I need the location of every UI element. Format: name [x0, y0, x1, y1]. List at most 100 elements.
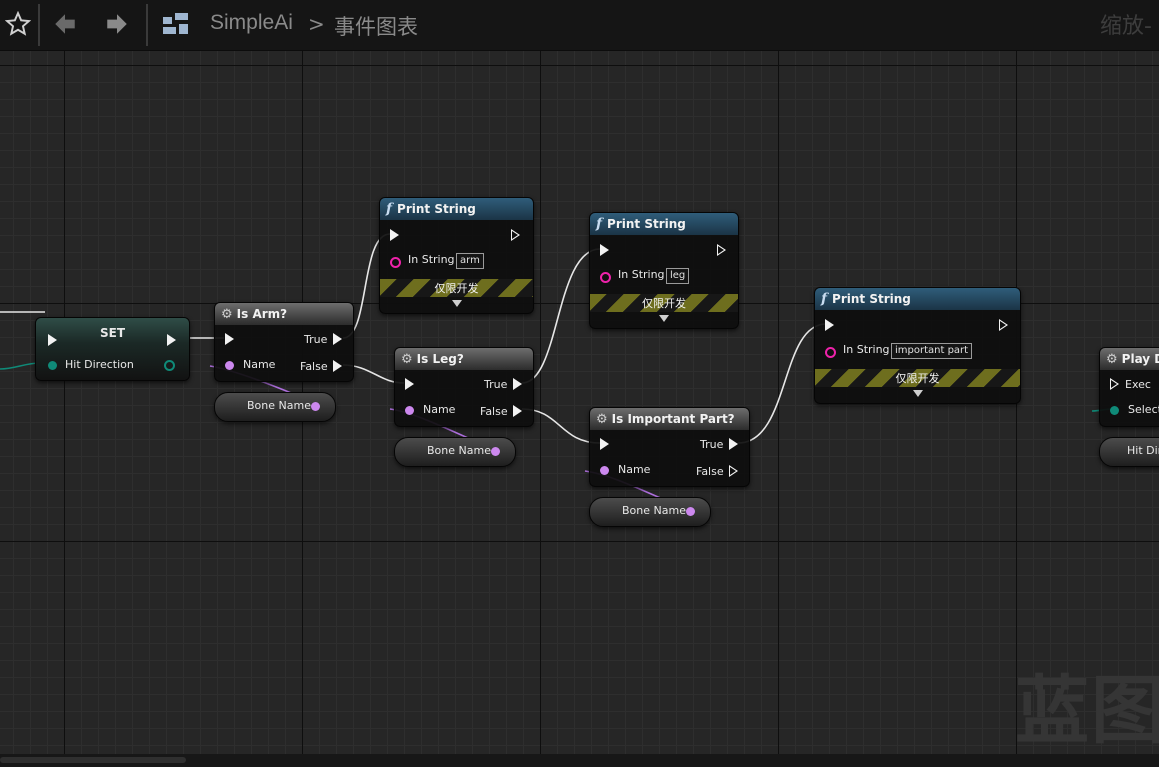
pin-label: Exec — [1125, 378, 1151, 391]
in-string-pin[interactable] — [825, 347, 836, 358]
toolbar-divider — [146, 4, 148, 46]
pin-label: Select — [1128, 403, 1159, 416]
blueprint-graph-canvas[interactable]: SET Hit Direction ⚙Is Arm? True Name Fal… — [0, 51, 1159, 754]
blueprint-graph-icon — [160, 8, 192, 40]
exec-out-pin[interactable] — [167, 334, 176, 346]
exec-out-pin[interactable] — [511, 229, 520, 241]
in-string-pin[interactable] — [600, 272, 611, 283]
exec-in-pin[interactable] — [600, 244, 609, 256]
function-icon: f — [596, 216, 603, 232]
node-title: Is Arm? — [236, 307, 288, 321]
development-only-label: 仅限开发 — [895, 372, 940, 385]
false-exec-pin[interactable] — [513, 405, 522, 417]
exec-out-pin[interactable] — [999, 319, 1008, 331]
exec-in-pin[interactable] — [1110, 378, 1119, 390]
development-only-banner — [380, 279, 533, 297]
hit-direction-in-pin[interactable] — [48, 361, 57, 370]
expand-arrow-icon[interactable] — [659, 315, 669, 322]
exec-out-pin[interactable] — [717, 244, 726, 256]
exec-in-pin[interactable] — [48, 334, 57, 346]
variable-label: Bone Name — [247, 399, 311, 412]
exec-in-pin[interactable] — [225, 333, 234, 345]
pin-label: Name — [423, 403, 456, 416]
breadcrumb-app-name[interactable]: SimpleAi — [210, 11, 293, 34]
gear-icon: ⚙ — [221, 306, 233, 322]
in-string-pin[interactable] — [390, 257, 401, 268]
name-in-pin[interactable] — [225, 361, 234, 370]
node-title: Play D — [1121, 352, 1159, 366]
exec-wire — [737, 323, 827, 444]
development-only-banner — [815, 369, 1020, 387]
is-arm-node[interactable]: ⚙Is Arm? True Name False — [214, 302, 354, 382]
in-string-value-field[interactable]: important part — [891, 343, 973, 359]
gear-icon: ⚙ — [1106, 351, 1118, 367]
bone-name-out-pin[interactable] — [311, 402, 320, 411]
bone-name-out-pin[interactable] — [491, 447, 500, 456]
in-string-value-field[interactable]: leg — [666, 268, 690, 284]
node-title: Print String — [397, 202, 476, 216]
bone-name-variable-node[interactable]: Bone Name — [214, 392, 336, 422]
expand-arrow-icon[interactable] — [451, 300, 462, 307]
function-icon: f — [821, 291, 828, 307]
bone-name-out-pin[interactable] — [686, 507, 695, 516]
pin-label: Name — [618, 463, 651, 476]
node-header: f Print String — [380, 198, 533, 220]
play-node[interactable]: ⚙Play D Exec Select — [1099, 347, 1159, 427]
print-string-important-node[interactable]: f Print String In String important part 仅… — [814, 287, 1021, 404]
horizontal-scrollbar[interactable] — [0, 754, 1159, 767]
in-string-value-field[interactable]: arm — [456, 253, 484, 269]
back-arrow-icon[interactable] — [49, 8, 81, 40]
node-header: ⚙Is Leg? — [395, 348, 533, 370]
exec-in-pin[interactable] — [405, 378, 414, 390]
pin-label: True — [304, 333, 328, 346]
true-exec-pin[interactable] — [513, 378, 522, 390]
bone-name-variable-node[interactable]: Bone Name — [589, 497, 711, 527]
print-string-arm-node[interactable]: f Print String In String arm 仅限开发 — [379, 197, 534, 314]
variable-label: Hit Dir — [1127, 444, 1159, 457]
node-header: f Print String — [815, 288, 1020, 310]
hit-direction-variable-node[interactable]: Hit Dir — [1099, 437, 1159, 467]
pin-label: Name — [243, 358, 276, 371]
set-node[interactable]: SET Hit Direction — [35, 317, 190, 381]
false-exec-pin[interactable] — [333, 360, 342, 372]
scrollbar-thumb[interactable] — [0, 757, 186, 763]
bone-name-variable-node[interactable]: Bone Name — [394, 437, 516, 467]
pin-label: True — [700, 438, 724, 451]
pin-label: False — [300, 360, 328, 373]
forward-arrow-icon[interactable] — [101, 8, 133, 40]
hit-direction-out-pin[interactable] — [164, 360, 175, 371]
name-in-pin[interactable] — [600, 466, 609, 475]
true-exec-pin[interactable] — [333, 333, 342, 345]
expand-arrow-icon[interactable] — [912, 390, 923, 397]
pin-label: False — [696, 465, 724, 478]
is-leg-node[interactable]: ⚙Is Leg? True Name False — [394, 347, 534, 427]
exec-in-pin[interactable] — [825, 319, 834, 331]
development-only-label: 仅限开发 — [642, 297, 686, 310]
toolbar-divider — [38, 4, 40, 46]
editor-toolbar: SimpleAi > 事件图表 缩放- — [0, 0, 1159, 51]
node-header: ⚙Play D — [1100, 348, 1159, 370]
node-title: Is Important Part? — [611, 412, 735, 426]
false-exec-pin[interactable] — [729, 465, 738, 477]
select-in-pin[interactable] — [1110, 406, 1119, 415]
true-exec-pin[interactable] — [729, 438, 738, 450]
pin-label: In String — [408, 253, 455, 266]
breadcrumb-separator: > — [308, 12, 325, 36]
gear-icon: ⚙ — [596, 411, 608, 427]
zoom-level-label: 缩放- — [1100, 14, 1152, 39]
favorite-star-icon[interactable] — [2, 8, 34, 40]
node-title: Print String — [832, 292, 911, 306]
function-icon: f — [386, 201, 393, 217]
pin-label: In String — [618, 268, 665, 281]
breadcrumb-graph-name[interactable]: 事件图表 — [334, 15, 418, 39]
is-important-part-node[interactable]: ⚙Is Important Part? True Name False — [589, 407, 750, 487]
exec-in-pin[interactable] — [600, 438, 609, 450]
pin-label: In String — [843, 343, 890, 356]
pin-label: False — [480, 405, 508, 418]
vector-wire — [0, 362, 41, 370]
name-in-pin[interactable] — [405, 406, 414, 415]
exec-in-pin[interactable] — [390, 229, 399, 241]
development-only-label: 仅限开发 — [434, 282, 479, 295]
